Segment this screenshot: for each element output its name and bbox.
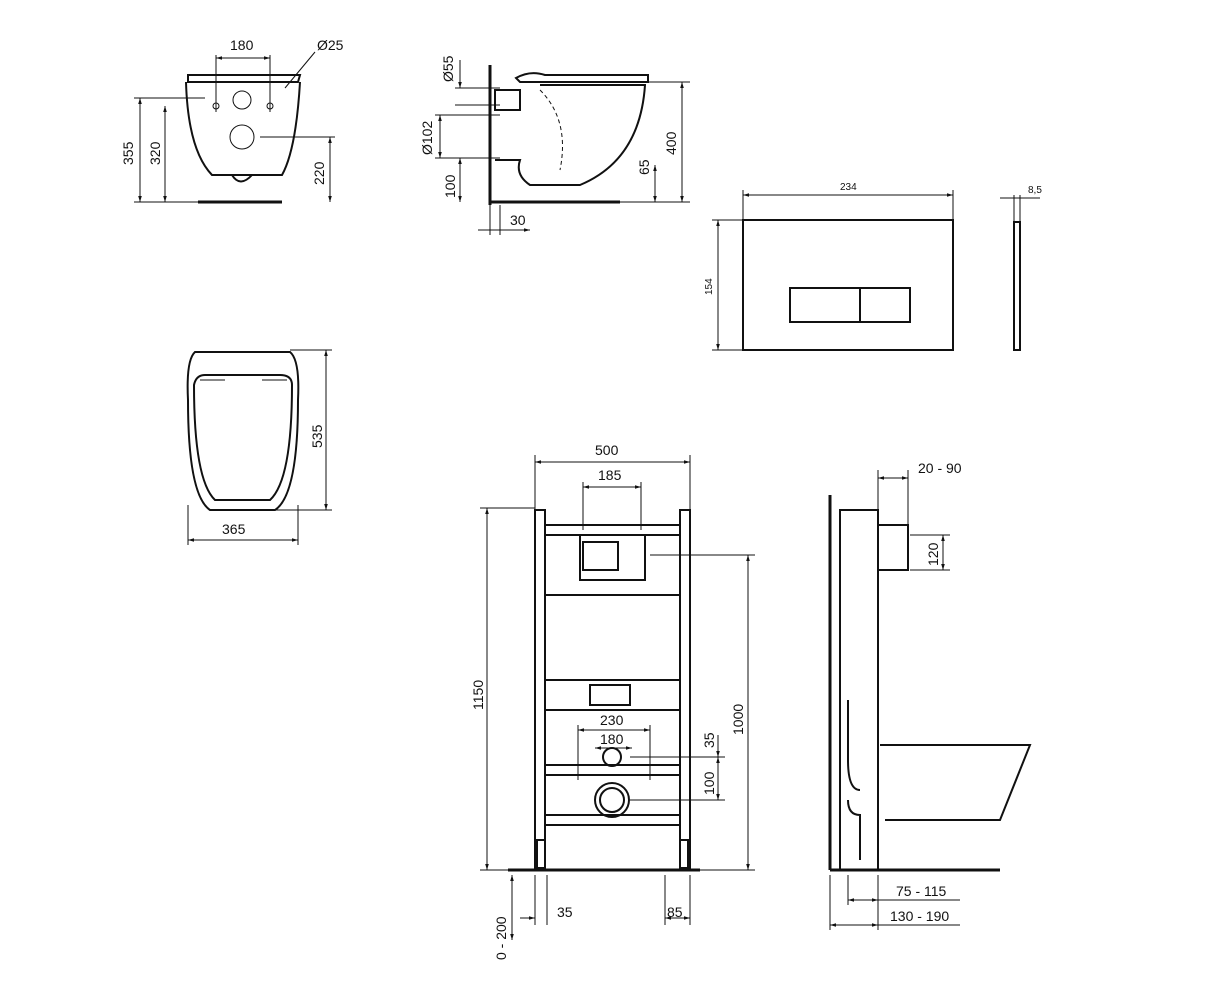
dim-plate-height: 154 [704, 278, 715, 295]
dim-hole-height: 320 [147, 141, 163, 165]
dim-hole-spacing: 180 [230, 37, 254, 53]
bowl-front-view: 180 Ø25 355 320 220 [120, 37, 344, 204]
dim-pipe-spacing: 100 [701, 771, 717, 795]
frame-front-view: 500 185 1150 1000 230 180 35 100 35 85 0… [470, 442, 755, 960]
dim-frame-height: 1150 [470, 680, 486, 710]
dim-pipe-offset: 35 [701, 732, 717, 748]
dim-outlet-height: 220 [311, 161, 327, 185]
dim-bolt-outer: 230 [600, 712, 624, 728]
dim-cistern-width: 185 [598, 467, 622, 483]
dim-outlet-diameter: Ø102 [419, 121, 435, 155]
dim-plate-thickness: 8,5 [1028, 185, 1042, 196]
dim-depth-outer: 130 - 190 [890, 908, 949, 924]
dim-hole-diameter: Ø25 [317, 37, 344, 53]
frame-side-view: 20 - 90 120 75 - 115 130 - 190 [828, 460, 1032, 930]
dim-foot-left: 35 [557, 904, 573, 920]
bowl-side-view: Ø55 Ø102 100 400 65 30 [419, 55, 690, 235]
dim-base: 100 [442, 174, 458, 198]
dim-rim: 65 [636, 159, 652, 175]
dim-depth-inner: 75 - 115 [896, 883, 947, 899]
dim-length: 535 [309, 424, 325, 448]
dim-supply-height: 120 [925, 542, 941, 566]
flush-plate-view: 234 8,5 154 [704, 182, 1042, 351]
dim-plate-width: 234 [840, 182, 857, 193]
dim-total-height: 355 [120, 141, 136, 165]
dim-inlet-diameter: Ø55 [440, 55, 456, 82]
dim-offset: 30 [510, 212, 526, 228]
dim-bolt-inner: 180 [600, 731, 624, 747]
bowl-top-view: 535 365 [186, 349, 332, 545]
dim-supply: 20 - 90 [918, 460, 962, 476]
dim-frame-width: 500 [595, 442, 619, 458]
dim-foot-right: 85 [667, 904, 683, 920]
dim-adjust: 0 - 200 [493, 916, 509, 960]
dim-flush-height: 1000 [730, 704, 746, 735]
dim-width: 365 [222, 521, 246, 537]
dim-height: 400 [663, 131, 679, 155]
